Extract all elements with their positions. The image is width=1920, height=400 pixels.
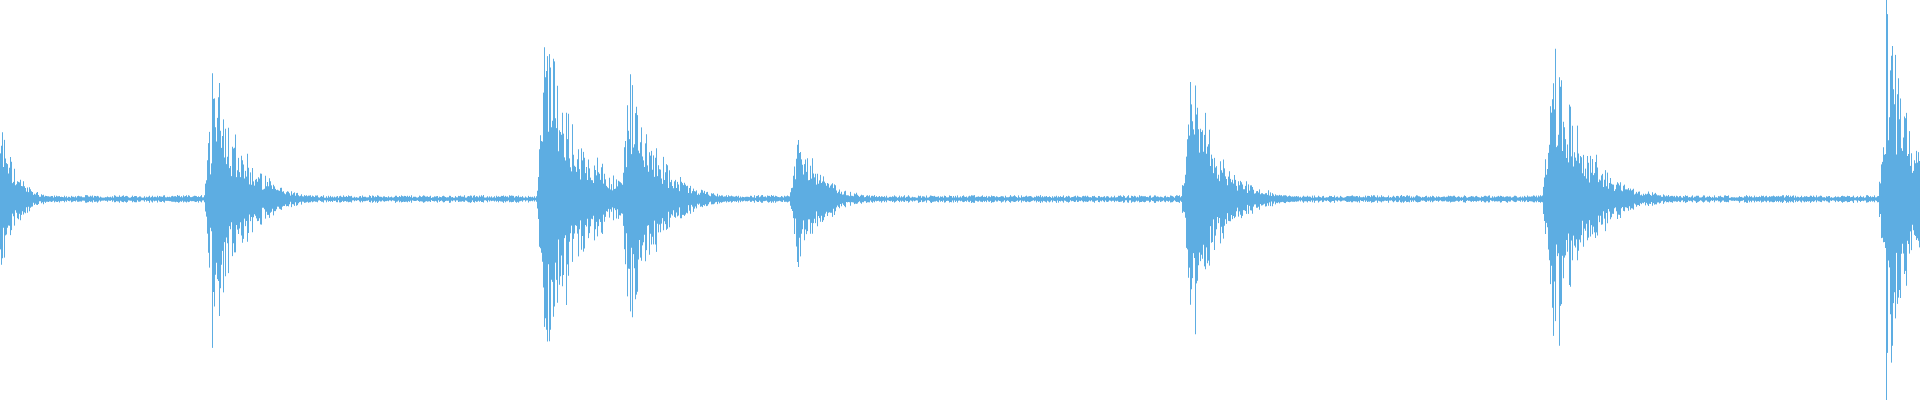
audio-waveform[interactable]	[0, 0, 1920, 400]
waveform-bars	[0, 0, 1920, 400]
waveform-path	[0, 0, 1920, 400]
waveform-canvas[interactable]	[0, 0, 1920, 400]
